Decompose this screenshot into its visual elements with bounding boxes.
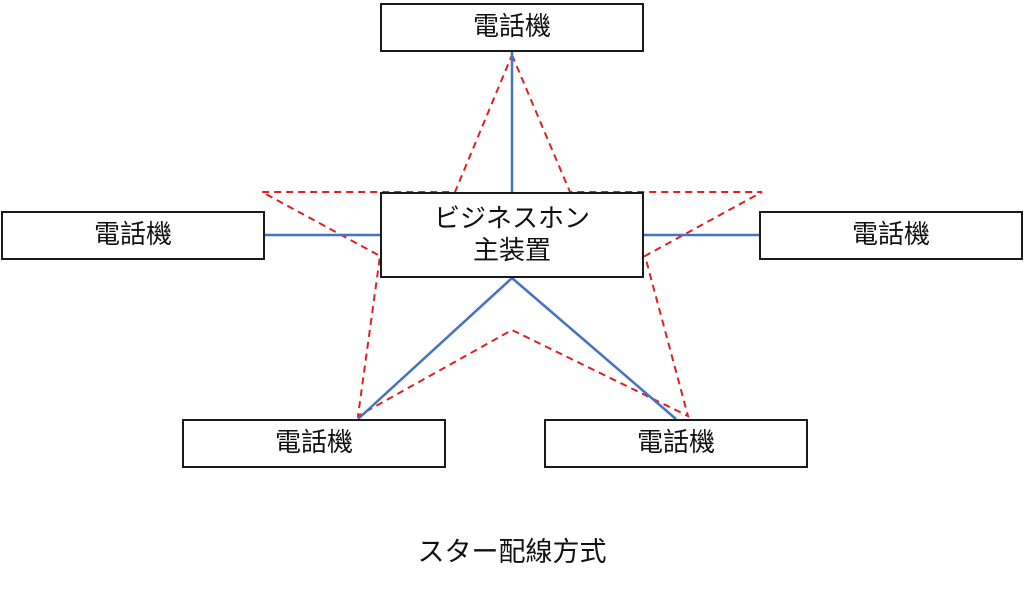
- phone-label: 電話機: [274, 428, 353, 459]
- phone-label: 電話機: [636, 428, 715, 459]
- phone-node-bottom-right: 電話機: [544, 419, 808, 468]
- phone-label: 電話機: [851, 220, 930, 251]
- wire-to-bottom-left-phone: [357, 277, 513, 420]
- main-unit-label-line2: 主装置: [472, 236, 551, 266]
- diagram-caption: スター配線方式: [417, 537, 607, 568]
- main-unit-node: ビジネスホン 主装置: [380, 192, 644, 278]
- star-outline: [261, 54, 763, 418]
- main-unit-label-line1: ビジネスホン: [433, 203, 590, 234]
- phone-node-top: 電話機: [380, 3, 644, 52]
- phone-node-bottom-left: 電話機: [182, 419, 446, 468]
- phone-node-right: 電話機: [759, 211, 1023, 260]
- phone-node-left: 電話機: [1, 211, 265, 260]
- phone-label: 電話機: [472, 12, 551, 43]
- phone-label: 電話機: [93, 220, 172, 251]
- wire-to-bottom-right-phone: [511, 277, 677, 420]
